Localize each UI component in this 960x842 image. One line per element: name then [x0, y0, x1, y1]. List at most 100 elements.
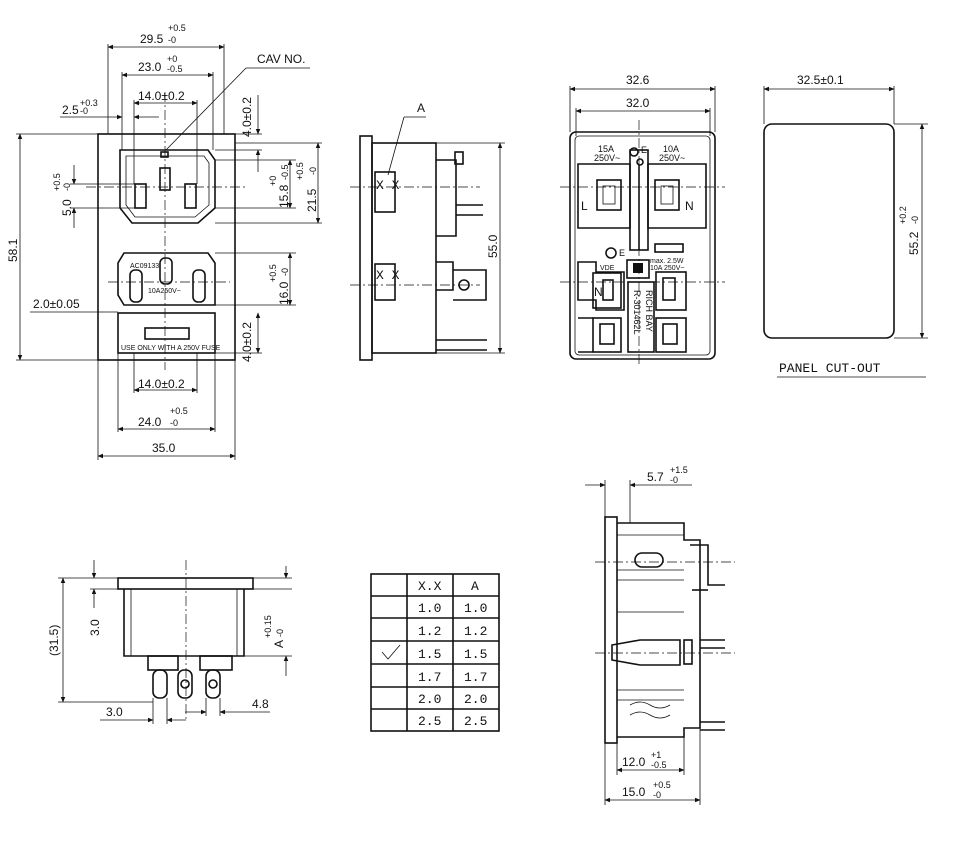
svg-text:-0.5: -0.5	[280, 164, 290, 180]
cert-mark: AC09133	[130, 263, 159, 270]
xx-table: X.X A 1.0 1.0 1.2 1.2 1.5 1.5 1.7 1.7 2.…	[370, 573, 500, 732]
svg-text:1.0: 1.0	[464, 601, 487, 616]
svg-text:-0: -0	[280, 268, 290, 276]
svg-text:2.5: 2.5	[464, 714, 487, 729]
svg-text:1.2: 1.2	[418, 624, 441, 639]
svg-text:-0: -0	[168, 35, 176, 45]
panel-cutout: 32.5±0.1 55.2 +0.2 -0 PANEL CUT-OUT	[763, 73, 928, 378]
svg-text:-0.5: -0.5	[651, 760, 667, 770]
svg-text:-0: -0	[62, 183, 72, 191]
dim-5-0: 5.0	[60, 199, 74, 216]
label-l: L	[581, 199, 588, 213]
dim-55-2: 55.2	[907, 231, 921, 255]
pin-right	[184, 183, 197, 209]
svg-text:10A 250V~: 10A 250V~	[650, 265, 684, 272]
outlet-socket-left	[129, 269, 143, 303]
table-header-a: A	[471, 579, 479, 594]
svg-text:VDE: VDE	[600, 265, 615, 272]
svg-text:1.5: 1.5	[418, 647, 441, 662]
section-view: 5.7 +1.5 -0 12.0 +1 -0.5 15.0 +0.5 -0	[585, 465, 735, 805]
back-terminal-n2	[592, 272, 622, 309]
section-flange	[604, 516, 618, 744]
front-flange-outline	[97, 133, 236, 361]
dim-15-0: 15.0	[622, 785, 646, 799]
bottom-pin-left	[152, 669, 168, 699]
dim-32-0: 32.0	[626, 96, 650, 110]
svg-text:+0: +0	[167, 54, 177, 64]
svg-text:-0: -0	[670, 475, 678, 485]
back-outline	[569, 131, 716, 360]
dim-3-0-v: 3.0	[88, 619, 102, 636]
dim-4-0-bottom: 4.0±0.2	[240, 322, 254, 362]
svg-text:+0.5: +0.5	[52, 173, 62, 191]
outlet-rating: 10A250V~	[148, 288, 181, 295]
dim-5-7: 5.7	[647, 470, 664, 484]
back-terminal-l	[596, 179, 622, 211]
dim-31-5: (31.5)	[47, 625, 61, 656]
dim-58-1: 58.1	[6, 238, 20, 262]
inlet-outline	[119, 149, 216, 224]
dim-16-0: 16.0	[277, 281, 291, 305]
svg-text:+0.2: +0.2	[898, 206, 908, 224]
section-body	[617, 522, 701, 738]
label-n: N	[685, 199, 694, 213]
table-row: 1.5 1.5	[381, 644, 487, 662]
svg-text:250V~: 250V~	[659, 153, 685, 163]
svg-text:-0: -0	[170, 418, 178, 428]
svg-text:-0: -0	[910, 216, 920, 224]
svg-text:X X: X X	[376, 268, 400, 283]
dim-32-6: 32.6	[626, 73, 650, 87]
fuse-drawer-slot	[144, 327, 190, 340]
dim-32-5: 32.5±0.1	[797, 73, 844, 87]
table-row: 1.7 1.7	[418, 670, 487, 685]
table-header-xx: X.X	[418, 579, 442, 594]
bottom-body	[123, 589, 245, 657]
svg-text:+1: +1	[651, 750, 661, 760]
fuse-drawer	[117, 312, 216, 354]
svg-text:-0: -0	[653, 790, 661, 800]
dim-21-5: 21.5	[305, 188, 319, 212]
svg-text:-0: -0	[80, 106, 88, 116]
bottom-flange	[117, 577, 254, 590]
table-row: 2.0 2.0	[418, 692, 487, 707]
clip-top	[374, 171, 396, 213]
svg-text:2.0: 2.0	[418, 692, 441, 707]
dim-14-0-bottom: 14.0±0.2	[138, 377, 185, 391]
clip-bottom	[374, 263, 396, 301]
dim-12-0: 12.0	[622, 755, 646, 769]
back-fuse-right	[655, 317, 687, 353]
outlet-outline	[117, 252, 216, 306]
dim-35-0: 35.0	[152, 441, 176, 455]
earth-pin-top	[160, 151, 169, 158]
svg-text:+0: +0	[268, 176, 278, 186]
outlet-socket-earth	[159, 257, 173, 285]
svg-text:+0.15: +0.15	[263, 615, 273, 638]
dim-15-8: 15.8	[277, 184, 291, 208]
brand: RICH BAY	[644, 290, 654, 332]
outlet-socket-right	[192, 269, 206, 303]
dim-2-0: 2.0±0.05	[33, 297, 80, 311]
svg-text:15A: 15A	[598, 144, 614, 154]
svg-text:-0: -0	[275, 629, 285, 637]
svg-text:+0.5: +0.5	[295, 162, 305, 180]
svg-text:10A: 10A	[663, 144, 679, 154]
svg-text:1.0: 1.0	[418, 601, 441, 616]
pin-left	[134, 183, 147, 209]
bottom-view: (31.5) 3.0 A +0.15 -0 3.0 4.8	[47, 560, 292, 724]
svg-text:2.5: 2.5	[418, 714, 441, 729]
cav-no-label: CAV NO.	[257, 52, 305, 66]
side-body	[371, 142, 437, 354]
table-row: 2.5 2.5	[418, 714, 487, 729]
dim-14-0-top: 14.0±0.2	[138, 89, 185, 103]
cutout-outline	[763, 123, 895, 339]
svg-text:N: N	[594, 285, 603, 299]
svg-text:+0.3: +0.3	[80, 98, 98, 108]
back-fuse-left	[592, 317, 622, 353]
model: R-301462L	[632, 290, 642, 335]
dim-55-0: 55.0	[486, 234, 500, 258]
table-row: 1.0 1.0	[418, 601, 487, 616]
dim-3-0-h: 3.0	[106, 705, 123, 719]
dim-23-0: 23.0	[138, 60, 162, 74]
table-row: 1.2 1.2	[418, 624, 487, 639]
